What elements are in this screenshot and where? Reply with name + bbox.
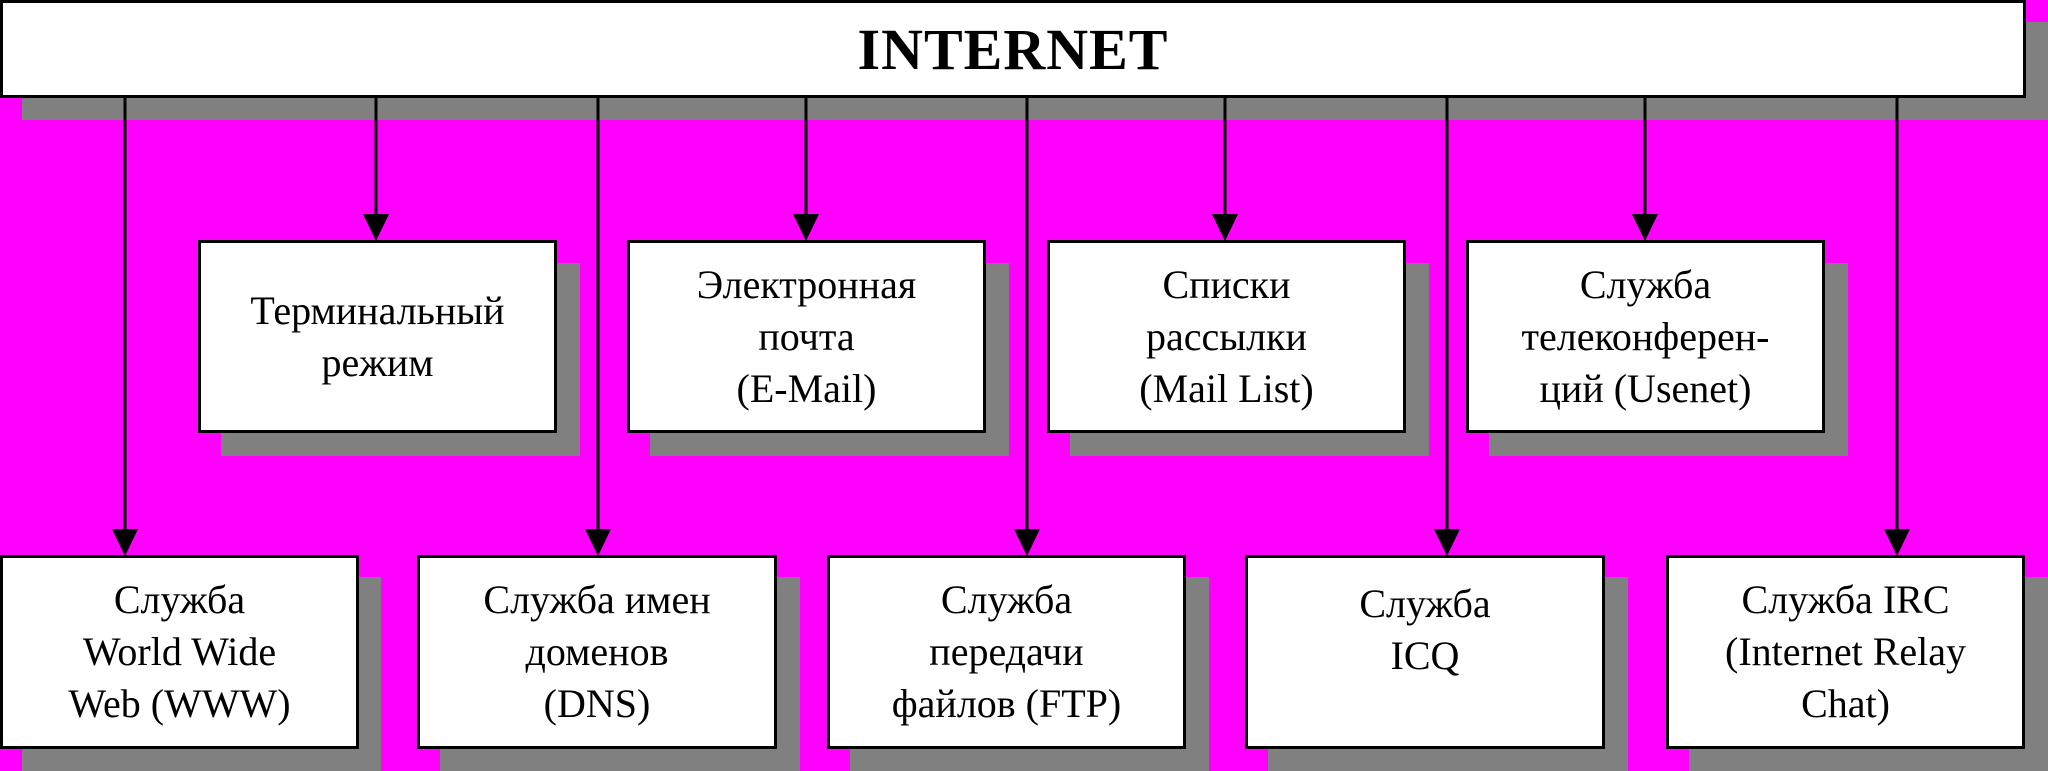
email-line-2: почта [758,313,855,359]
usenet-line-2: телеконферен- [1521,313,1770,359]
arrowhead-irc [1884,529,1910,556]
arrowhead-dns [585,529,611,556]
usenet-label: Служба телеконферен- ций (Usenet) [1522,259,1770,415]
arrowhead-email [793,214,819,241]
ftp-line-1: Служба [940,577,1073,622]
irc-line-2: (Internet Relay [1725,629,1966,674]
arrowhead-www [112,529,138,556]
usenet-line-3: ций (Usenet) [1539,365,1752,411]
terminal-mode-line-2: режим [321,339,434,385]
mailing-lists-line-3: (Mail List) [1139,365,1314,411]
icq-line-2: ICQ [1390,633,1460,678]
arrowhead-icq [1434,529,1460,556]
irc-line-1: Служба IRC [1741,577,1950,622]
email-label: Электронная почта (E-Mail) [697,259,916,415]
mailing-lists-line-1: Списки [1162,261,1291,307]
arrowhead-ftp [1014,529,1040,556]
terminal-mode-label: Терминальный режим [250,285,504,389]
terminal-mode-box: Терминальный режим [198,240,557,433]
internet-root-box: INTERNET [0,0,2026,98]
dns-line-3: (DNS) [543,681,651,726]
icq-box: Служба ICQ [1245,555,1605,749]
internet-title: INTERNET [857,16,1169,82]
mailing-lists-box: Списки рассылки (Mail List) [1047,240,1406,433]
www-line-2: World Wide [82,629,277,674]
www-line-1: Служба [113,577,246,622]
www-box: Служба World Wide Web (WWW) [0,555,359,749]
dns-line-1: Служба имен [483,577,711,622]
www-line-3: Web (WWW) [68,681,291,726]
icq-line-1: Служба [1359,581,1491,626]
email-box: Электронная почта (E-Mail) [627,240,986,433]
dns-label: Служба имен доменов (DNS) [483,574,710,730]
irc-line-3: Chat) [1801,681,1890,726]
usenet-line-1: Служба [1579,261,1712,307]
arrowhead-usenet [1632,214,1658,241]
ftp-line-2: передачи [929,629,1084,674]
irc-label: Служба IRC (Internet Relay Chat) [1725,574,1966,730]
terminal-mode-line-1: Терминальный [250,287,505,333]
usenet-box: Служба телеконферен- ций (Usenet) [1466,240,1825,433]
icq-label: Служба ICQ [1359,578,1490,682]
email-line-3: (E-Mail) [736,365,877,411]
mailing-lists-line-2: рассылки [1146,313,1307,359]
dns-box: Служба имен доменов (DNS) [417,555,777,749]
ftp-box: Служба передачи файлов (FTP) [827,555,1186,749]
arrowhead-terminal [363,214,389,241]
www-label: Служба World Wide Web (WWW) [68,574,290,730]
dns-line-2: доменов [525,629,669,674]
ftp-label: Служба передачи файлов (FTP) [892,574,1122,730]
email-line-1: Электронная [696,261,917,307]
mailing-lists-label: Списки рассылки (Mail List) [1139,259,1313,415]
ftp-line-3: файлов (FTP) [891,681,1122,726]
irc-box: Служба IRC (Internet Relay Chat) [1666,555,2025,749]
arrowhead-maillist [1212,214,1238,241]
